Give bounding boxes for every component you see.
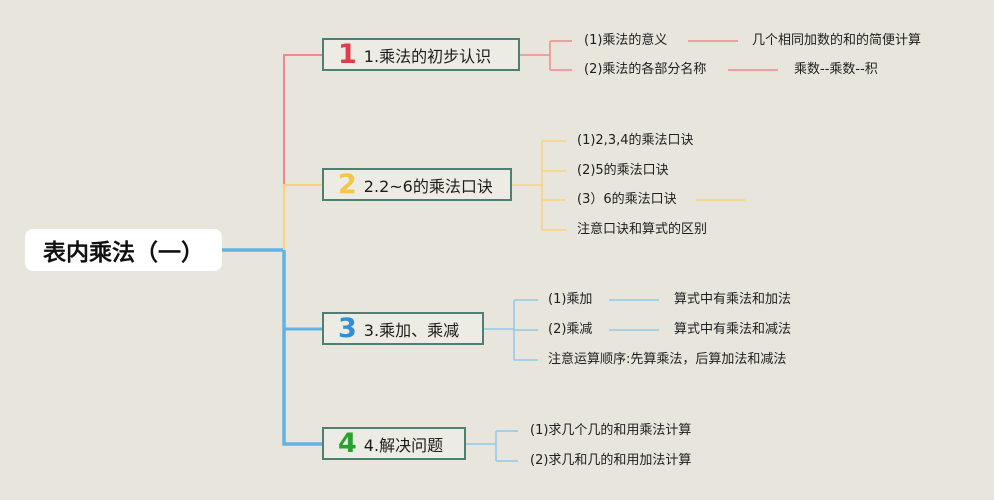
root-title: 表内乘法（一） [43, 240, 204, 266]
subtopic-2-4[interactable]: 注意口诀和算式的区别 [577, 222, 708, 237]
topic-node-2[interactable]: 2 2.2~6的乘法口诀 [322, 168, 512, 201]
topic-number-4: 4 [338, 428, 357, 459]
subtopic-2-1[interactable]: (1)2,3,4的乘法口诀 [577, 133, 694, 148]
topic-node-3[interactable]: 3 3.乘加、乘减 [322, 312, 484, 345]
detail-3-2[interactable]: 算式中有乘法和减法 [674, 322, 792, 337]
subtopic-1-2[interactable]: (2)乘法的各部分名称 [584, 62, 707, 77]
root-node[interactable]: 表内乘法（一） [25, 229, 222, 271]
connector-branch-3 [282, 250, 322, 331]
connector-children-3 [484, 299, 659, 361]
topic-number-3: 3 [338, 313, 357, 344]
subtopic-4-2[interactable]: (2)求几和几的和用加法计算 [530, 453, 692, 468]
connector-branch-2 [283, 184, 322, 250]
detail-3-1[interactable]: 算式中有乘法和加法 [674, 292, 792, 307]
connector-children-1 [520, 40, 778, 71]
subtopic-3-2[interactable]: (2)乘减 [548, 322, 593, 337]
topic-node-4[interactable]: 4 4.解决问题 [322, 427, 466, 460]
subtopic-3-3[interactable]: 注意运算顺序:先算乘法，后算加法和减法 [548, 352, 787, 367]
topic-label-4: 4.解决问题 [363, 435, 444, 455]
topic-node-1[interactable]: 1 1.乘法的初步认识 [322, 38, 520, 71]
connector-branch-4 [282, 250, 322, 446]
subtopic-2-2[interactable]: (2)5的乘法口诀 [577, 163, 669, 178]
subtopic-4-1[interactable]: (1)求几个几的和用乘法计算 [530, 423, 692, 438]
detail-1-2[interactable]: 乘数--乘数--积 [794, 62, 878, 77]
topic-label-1: 1.乘法的初步认识 [363, 46, 492, 66]
topic-number-1: 1 [338, 39, 357, 70]
topic-label-3: 3.乘加、乘减 [363, 320, 460, 340]
connector-branch-1 [283, 54, 322, 250]
subtopic-3-1[interactable]: (1)乘加 [548, 292, 593, 307]
subtopic-1-1[interactable]: (1)乘法的意义 [584, 33, 668, 48]
topic-label-2: 2.2~6的乘法口诀 [363, 176, 493, 196]
subtopic-2-3[interactable]: (3）6的乘法口诀 [577, 192, 677, 207]
connector-children-2 [512, 140, 745, 231]
detail-1-1[interactable]: 几个相同加数的和的简便计算 [752, 33, 922, 48]
connector-children-4 [466, 430, 518, 462]
topic-number-2: 2 [338, 169, 357, 200]
